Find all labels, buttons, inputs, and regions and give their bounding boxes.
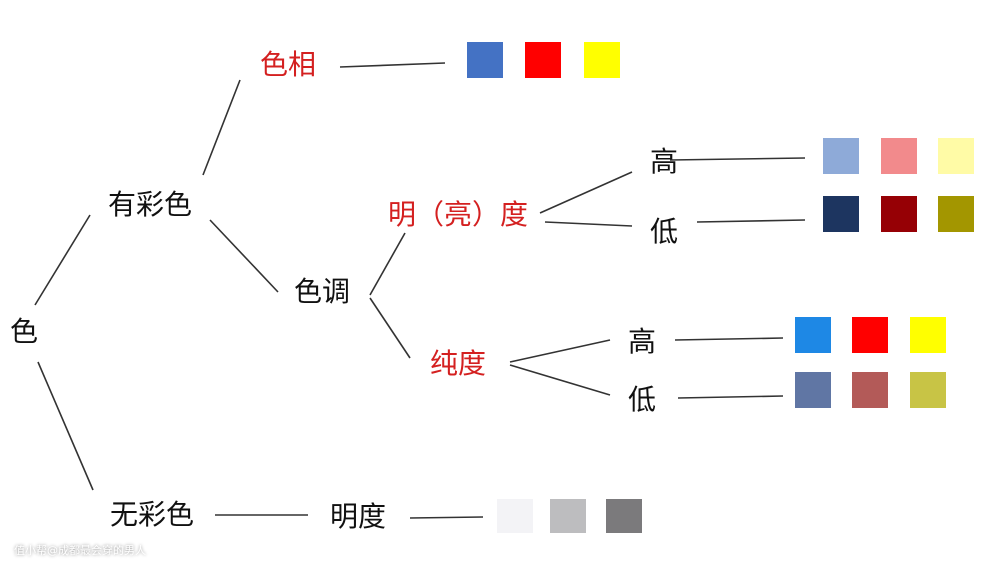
- connector: [202, 79, 241, 176]
- swatch-saturation-low: [795, 372, 831, 408]
- swatch-lightness-high: [881, 138, 917, 174]
- connector: [539, 171, 633, 214]
- node-saturation-high: 高: [627, 325, 657, 358]
- swatch-saturation-high: [795, 317, 831, 353]
- node-lightness-high: 高: [649, 145, 679, 178]
- connector: [409, 516, 484, 519]
- node-hue: 色相: [259, 48, 317, 81]
- connector: [34, 214, 91, 306]
- swatch-achromatic: [550, 499, 586, 533]
- node-achromatic-lightness: 明度: [329, 500, 387, 533]
- swatch-saturation-low: [910, 372, 946, 408]
- swatch-hue: [525, 42, 561, 78]
- node-chromatic: 有彩色: [107, 188, 193, 221]
- swatch-lightness-high: [823, 138, 859, 174]
- connector: [369, 297, 411, 359]
- node-lightness: 明（亮）度: [387, 198, 529, 231]
- swatch-achromatic: [497, 499, 533, 533]
- node-lightness-low: 低: [649, 215, 679, 248]
- swatch-lightness-high: [938, 138, 974, 174]
- swatch-saturation-high: [910, 317, 946, 353]
- node-color: 色: [9, 315, 39, 348]
- swatch-hue: [584, 42, 620, 78]
- connector: [339, 62, 446, 68]
- connector: [696, 219, 806, 223]
- swatch-lightness-low: [938, 196, 974, 232]
- node-saturation-low: 低: [627, 383, 657, 416]
- connector: [544, 221, 633, 227]
- swatch-saturation-high: [852, 317, 888, 353]
- connector: [669, 157, 806, 161]
- connector: [674, 337, 784, 341]
- connector: [37, 361, 94, 491]
- swatch-saturation-low: [852, 372, 888, 408]
- connector: [209, 219, 279, 293]
- connector: [677, 395, 784, 399]
- connector: [509, 364, 611, 396]
- node-saturation: 纯度: [429, 347, 487, 380]
- watermark: 值小帮@成都最会穿的男人: [14, 544, 146, 557]
- node-tone: 色调: [293, 275, 351, 308]
- connector: [509, 339, 611, 363]
- connector: [369, 232, 406, 296]
- swatch-lightness-low: [881, 196, 917, 232]
- swatch-lightness-low: [823, 196, 859, 232]
- swatch-hue: [467, 42, 503, 78]
- node-achromatic: 无彩色: [109, 498, 195, 531]
- swatch-achromatic: [606, 499, 642, 533]
